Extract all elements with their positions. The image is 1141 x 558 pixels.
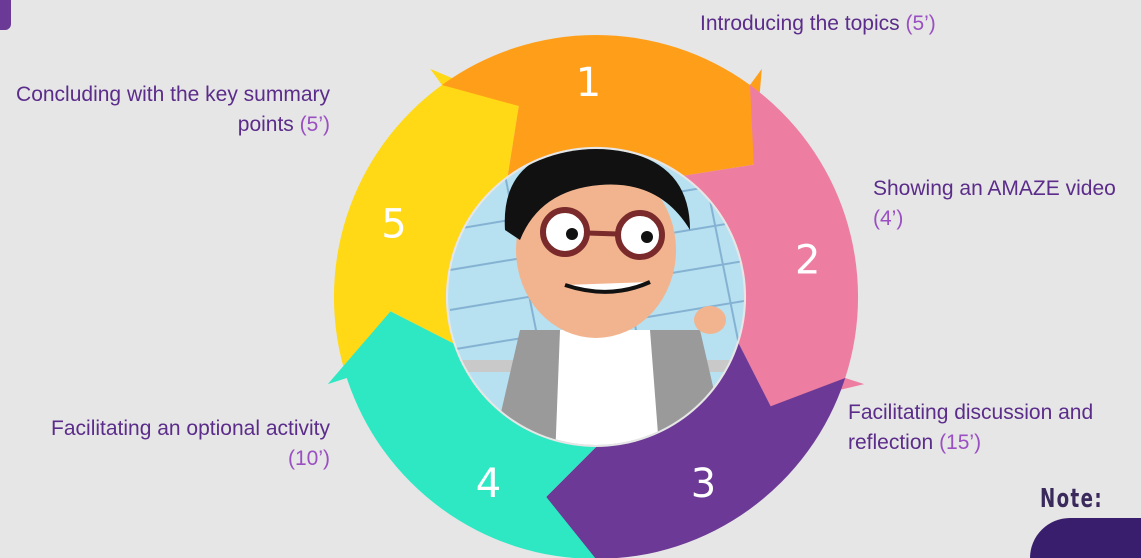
- cycle-diagram: 1 2 3 4 5: [327, 34, 865, 558]
- note-label: Note:: [1040, 484, 1104, 514]
- cycle-segment-4: [546, 343, 846, 558]
- step-1-text: Introducing the topics (5’): [700, 9, 936, 39]
- step-4-label: Facilitating an optional activity: [51, 417, 330, 440]
- step-5-label: Concluding with the key summary points: [16, 83, 330, 136]
- step-1-number: 1: [576, 60, 601, 106]
- step-3-text: Facilitating discussion and reflection (…: [848, 398, 1138, 458]
- step-2-text: Showing an AMAZE video (4’): [873, 174, 1141, 234]
- step-2-label: Showing an AMAZE video: [873, 177, 1116, 200]
- step-2-time: (4’): [873, 207, 904, 230]
- step-4-time: (10’): [287, 447, 330, 470]
- step-5-text: Concluding with the key summary points (…: [8, 80, 330, 140]
- cycle-segment-3: [684, 85, 865, 407]
- left-edge-tab: [0, 0, 11, 30]
- step-2-number: 2: [795, 238, 820, 284]
- step-1-time: (5’): [905, 12, 936, 35]
- cycle-segment-5: [327, 311, 596, 558]
- step-3-number: 3: [691, 461, 716, 507]
- step-3-time: (15’): [939, 431, 982, 454]
- step-4-number: 4: [476, 461, 501, 507]
- note-tab[interactable]: [1030, 518, 1141, 558]
- step-5-number: 5: [381, 202, 406, 248]
- step-5-time: (5’): [299, 113, 330, 136]
- step-1-label: Introducing the topics: [700, 12, 900, 35]
- step-3-label: Facilitating discussion and reflection: [848, 401, 1094, 454]
- cycle-segment-1: [333, 68, 519, 379]
- cycle-segment-2: [442, 34, 762, 176]
- step-4-text: Facilitating an optional activity (10’): [20, 414, 330, 474]
- center-illustration: [448, 149, 744, 445]
